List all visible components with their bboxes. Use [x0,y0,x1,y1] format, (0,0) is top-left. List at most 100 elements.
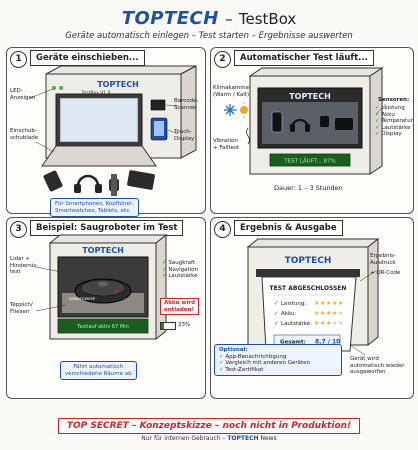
check-icon: ✓ [375,124,382,131]
star-icon: ★ [332,300,337,307]
footer-note: Nur für internen Gebrauch – TOPTECH News [0,435,418,442]
optional-item: ✓ Vergleich mit anderen Geräten [219,360,337,367]
label-barcode: Barcode- Scanner [174,98,199,111]
label-eject: Gerät wird automatisch wieder ausgeworfe… [350,356,405,376]
sensor-label: Akku [381,111,395,118]
device-tablet [127,170,155,190]
rating-label: Leistung: [281,301,306,307]
sensor-label: Display [381,131,402,138]
secret-banner-text: TOP SECRET – Konzeptskizze – noch nicht … [57,418,361,434]
check-icon: ✓ [375,118,382,125]
check-icon: ✓ [375,105,382,111]
label-print: Ergebnis- Ausdruck [370,253,396,266]
star-icon: ★ [332,320,337,327]
box-brand-1: TOPTECH [97,80,139,89]
optional-box: Optional: ✓ App-Benachrichtigung✓ Vergle… [214,344,342,377]
sensor-label: Lautstärke [381,124,411,131]
testbox-illustration-3: TOPTECH SMARTSWEEP Testlauf aktiv 67 Min [35,233,168,341]
page-title: TOPTECH – TestBox [0,8,418,29]
footer-prefix: Nur für internen Gebrauch – [141,435,226,442]
optional-item: ✓ App-Benachrichtigung [219,354,337,361]
device-phone [43,170,63,192]
star-icon: ★ [338,300,343,307]
check-icon: ✓ [219,353,226,360]
check-icon: ✓ [375,131,382,138]
testbox-illustration-1: TOPTECH TestBox V1.0 [29,65,197,196]
sensor-label: Temperatur [381,118,413,125]
check-icon: ✓ [162,260,169,266]
device-headphones [74,174,102,193]
star-icon: ★ [314,320,319,327]
star-icon: ★ [314,310,319,317]
check-icon: ✓ [162,266,169,273]
step-2-number: 2 [214,51,231,68]
star-icon: ★ [338,310,343,317]
brand-title: TOPTECH [121,8,219,29]
step-4-number: 4 [214,221,231,238]
star-icon: ★ [326,310,331,317]
sensors-title: Sensoren: [378,97,410,103]
sun-icon [236,102,248,118]
total-value: 8,7 / 10 [315,339,340,346]
star-icon: ★ [320,310,325,317]
star-icon: ★ [320,320,325,327]
check-label: Navigation [168,266,199,273]
sensor-item: ✓ Akku [375,112,413,119]
check-label: Saugkraft [168,260,196,266]
total-label: Gesamt: [280,340,306,346]
robot-test-display: Testlauf aktiv 67 Min [76,324,129,330]
check-label: Lautstärke [168,273,198,280]
secret-banner: TOP SECRET – Konzeptskizze – noch nicht … [0,413,418,434]
step-3-number: 3 [10,221,27,238]
optional-title: Optional: [219,347,248,353]
optional-label: App-Benachrichtigung [225,353,287,360]
check-icon: ✓ [375,111,382,118]
step-1-number: 1 [10,51,27,68]
star-icon: ★ [326,300,331,307]
star-icon: ★ [338,320,343,327]
product-title: TestBox [238,10,297,28]
sensor-item: ✓ Lautstärke [375,125,413,132]
check-icon: ✓ [219,360,226,367]
sensor-item: ✓ Temperatur [375,118,413,125]
battery-warning: Akku wird entladen! [160,298,200,316]
testbox-illustration-2: TOPTECH TEST LÄUFT... 87% [224,67,387,175]
rating-check-icon: ✓ [274,311,279,317]
star-icon: ★ [314,300,319,307]
testbox-illustration-4: TOPTECH TEST ABGESCHLOSSEN ✓Leistung:★★★… [246,237,380,356]
battery-icon [160,322,176,330]
rating-label: Lautstärke: [281,321,312,327]
robot-label: SMARTSWEEP [69,296,96,301]
rating-check-icon: ✓ [274,301,279,307]
step-4-title: Ergebnis & Ausgabe [234,220,343,236]
optional-label: Vergleich mit anderen Geräten [225,360,311,367]
label-lidar: Lidar + Hindernis- test [10,256,39,276]
footer-suffix: News [260,435,277,442]
star-icon: ★ [332,310,337,317]
page-subtitle: Geräte automatisch einlegen – Test start… [65,31,353,41]
rating-label: Akku: [281,311,296,317]
drive-note: Fährt automatisch verschiedene Räume ab [60,361,137,381]
sensor-item: ✓ Leistung [375,105,413,112]
check-icon: ✓ [219,366,226,373]
label-vibration: Vibration + Falltest [213,138,240,151]
check-item: ✓ Saugkraft [162,260,198,267]
label-led: LED- Anzeigen [10,88,36,101]
box-brand-3: TOPTECH [82,246,124,255]
sensor-label: Leistung [381,105,405,111]
box-model: TestBox V1.0 [81,90,111,96]
box-brand-2: TOPTECH [289,92,331,101]
check-item: ✓ Lautstärke [162,273,198,280]
star-icon: ★ [320,300,325,307]
star-icon: ★ [326,320,331,327]
label-carpet: Teppich/ Fliesen [10,302,33,315]
label-touch: Touch- Display [174,129,195,142]
rating-check-icon: ✓ [274,321,279,327]
box-brand-4: TOPTECH [285,256,332,266]
result-sheet-title: TEST ABGESCHLOSSEN [270,285,347,292]
battery-percent: 23% [178,322,191,328]
check-list: ✓ Saugkraft✓ Navigation✓ Lautstärke [162,260,198,280]
sensor-item: ✓ Display [375,131,413,138]
sensor-list: ✓ Leistung✓ Akku✓ Temperatur✓ Lautstärke… [375,105,413,138]
device-smartwatch [109,174,119,196]
